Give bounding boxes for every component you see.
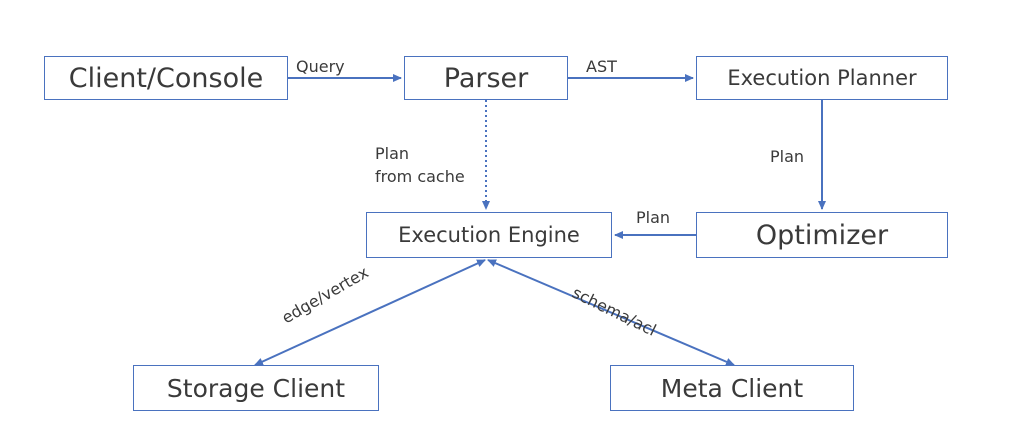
- optimizer-node: Optimizer: [696, 212, 948, 258]
- client-console-label: Client/Console: [68, 62, 264, 94]
- ast-edge-label: AST: [586, 57, 617, 76]
- parser-label: Parser: [443, 62, 529, 94]
- plan-optimizer-engine-label: Plan: [636, 208, 671, 227]
- plan-from-cache-label-line1: Plan: [375, 144, 410, 163]
- client-console-node: Client/Console: [44, 56, 288, 100]
- arrow-engine-storage-bidirectional: [254, 259, 486, 366]
- meta-client-label: Meta Client: [660, 373, 804, 403]
- parser-node: Parser: [404, 56, 568, 100]
- arrow-engine-meta-bidirectional: [487, 259, 735, 366]
- storage-client-node: Storage Client: [133, 365, 379, 411]
- query-edge-label: Query: [296, 57, 345, 76]
- plan-from-cache-label-line2: from cache: [375, 167, 465, 186]
- plan-planner-optimizer-label: Plan: [770, 147, 805, 166]
- storage-client-label: Storage Client: [166, 373, 346, 403]
- execution-planner-label: Execution Planner: [727, 66, 917, 90]
- execution-planner-node: Execution Planner: [696, 56, 948, 100]
- meta-client-node: Meta Client: [610, 365, 854, 411]
- execution-engine-label: Execution Engine: [398, 223, 580, 247]
- optimizer-label: Optimizer: [755, 219, 889, 251]
- execution-engine-node: Execution Engine: [366, 212, 612, 258]
